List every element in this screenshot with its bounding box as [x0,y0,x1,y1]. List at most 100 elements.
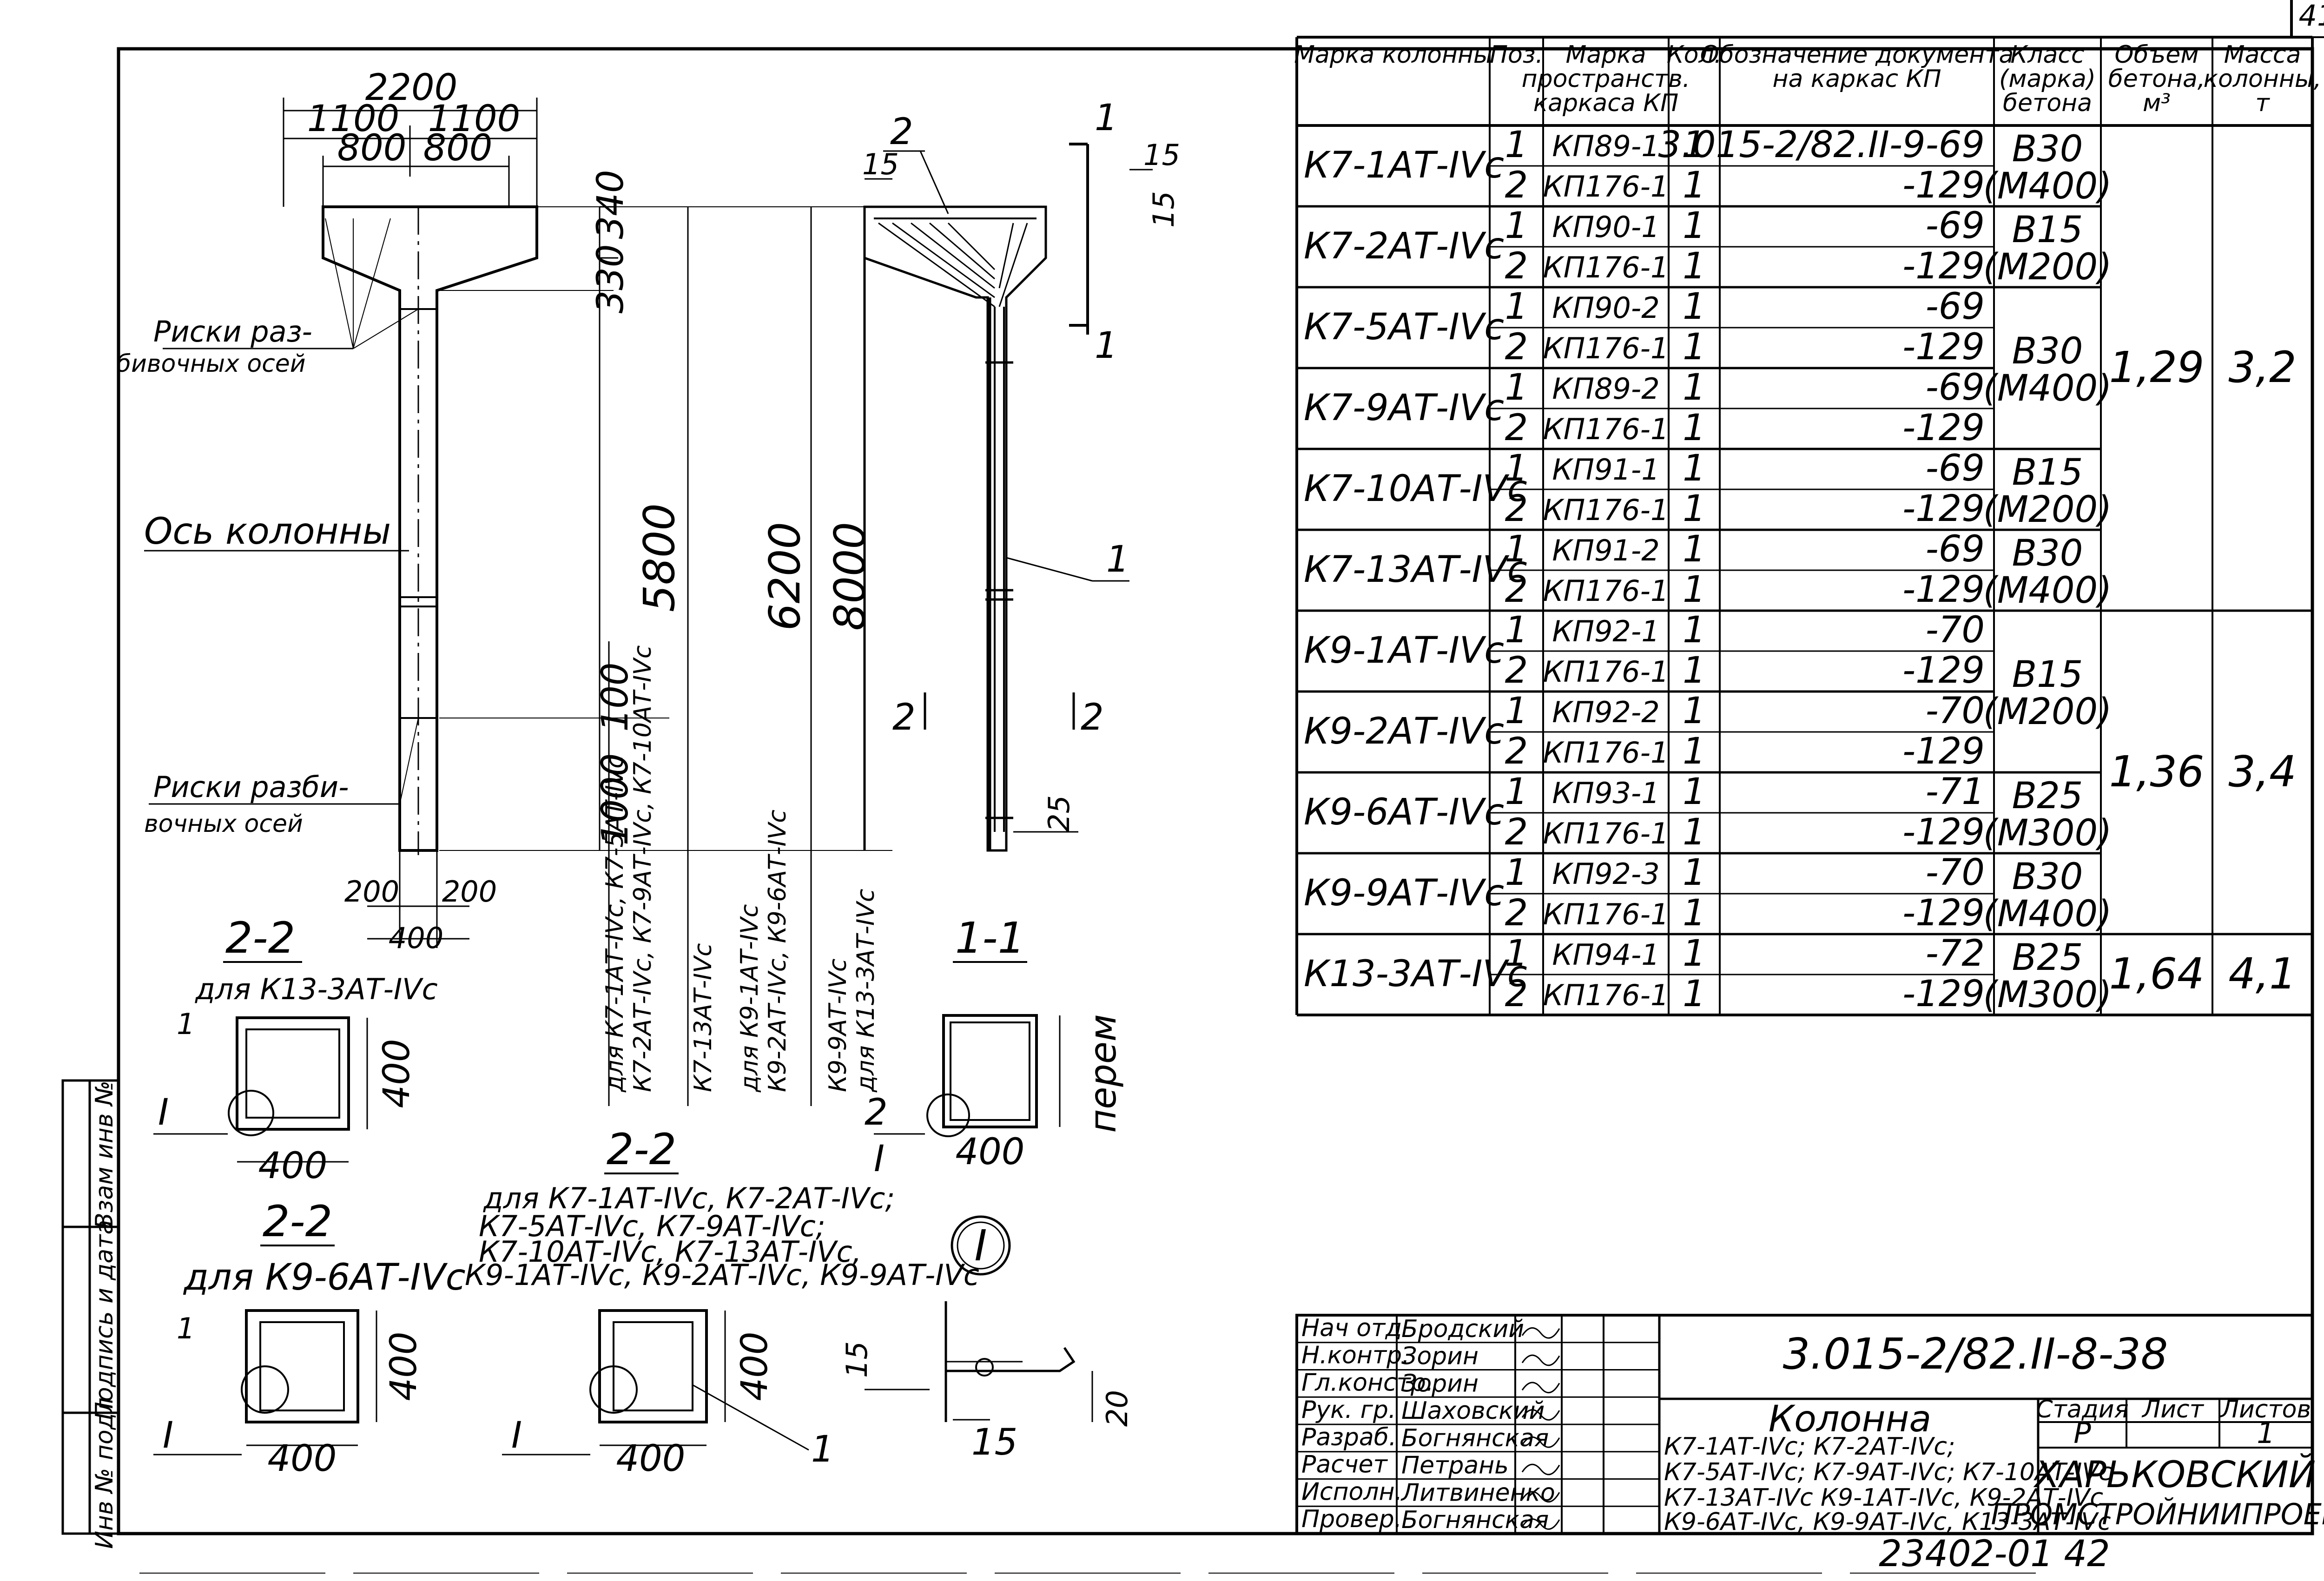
signature-scribble [1521,1436,1560,1448]
title-block-role: Разраб. [1301,1423,1396,1451]
cut-2-right: 2 [1081,697,1104,738]
table-cell-doc: -129 [1902,488,1985,530]
dim-width: 400 [616,1438,686,1480]
dim-width: 400 [268,1438,337,1480]
table-cell-qty: 1 [1683,245,1706,287]
title-block-name: Бродский [1401,1315,1524,1343]
section-subtitle-1: для К7-1АТ-IVс, К7-2АТ-IVс; [483,1181,895,1215]
section-2-2-k7: 2-2 для К7-1АТ-IVс, К7-2АТ-IVс; К7-5АТ-I… [465,1125,979,1480]
node-dim-20: 20 [1100,1390,1134,1427]
table-cell-doc: 3.015-2/82.II-9-69 [1658,124,1985,166]
node-dim-15-a: 15 [840,1341,874,1378]
table-header-cell: пространств. [1522,65,1690,93]
section-subtitle-2: К7-5АТ-IVс, К7-9АТ-IVс; [479,1209,825,1243]
table-cell-frame-mark: КП89-1 [1552,129,1659,163]
table-cell-doc: -129 [1902,245,1985,287]
table-cell-concrete-grade: (М400) [1983,165,2112,207]
table-cell-volume: 1,36 [2109,747,2205,797]
side-stamp: Взам инв № Подпись и дата Инв № подл [61,1079,120,1549]
table-cell-pos: 1 [1505,124,1528,166]
signature-scribble [1521,1518,1560,1530]
section-1-1: 1-1 I 2 400 перем [865,913,1124,1180]
table-cell-frame-mark: КП176-1 [1543,493,1669,527]
signature-scribble [1521,1327,1560,1339]
table-cell-concrete-class: В25 [2012,937,2083,979]
table-cell-frame-mark: КП176-1 [1543,655,1669,689]
table-cell-doc: -69 [1926,448,1985,489]
section-title: 2-2 [225,913,295,963]
node-title: I [974,1221,987,1271]
dim-8000: 8000 [825,522,875,631]
table-cell-pos: 1 [1505,205,1528,247]
table-cell-doc: -72 [1926,933,1985,975]
dim-800-right: 800 [423,127,493,169]
dim-15-b: 15 [1143,138,1180,172]
table-cell-qty: 1 [1683,609,1706,651]
table-cell-qty: 1 [1683,811,1706,853]
table-cell-concrete-grade: (М300) [1983,974,2112,1016]
node-ref: I [874,1138,885,1180]
table-cell-qty: 1 [1683,448,1706,489]
table-header-cell: т [2255,89,2270,117]
table-cell-concrete-class: В15 [2012,209,2083,251]
node-dim-15-b: 15 [971,1422,1017,1463]
column-note-1: для К7-1АТ-IVс, К7-5АТ-IVс [601,755,629,1093]
table-cell-qty: 1 [1683,690,1706,732]
table-cell-pos: 2 [1505,165,1528,206]
table-cell-concrete-class: В15 [2012,654,2083,696]
table-cell-frame-mark: КП176-1 [1543,736,1669,770]
drawing-subtitle-1: К7-1АТ-IVс; К7-2АТ-IVс; [1664,1433,1955,1461]
table-cell-qty: 1 [1683,973,1706,1015]
table-cell-concrete-grade: (М200) [1983,691,2112,733]
table-cell-pos: 1 [1505,933,1528,975]
stamp-original-inv: Инв № подл [91,1397,119,1549]
table-cell-frame-mark: КП176-1 [1543,331,1669,365]
dim-400: 400 [389,921,443,955]
table-header-cell: Масса [2224,41,2301,69]
doc-code: 3.015-2/82.II-8-38 [1783,1329,2168,1379]
dim-1100-right: 1100 [428,98,521,140]
table-header-cell: на каркас КП [1772,65,1941,93]
table-cell-pos: 2 [1505,569,1528,611]
table-cell-pos: 1 [1505,609,1528,651]
table-cell-pos: 1 [1505,771,1528,813]
table-header-cell: (марка) [1999,65,2096,93]
table-cell-column-mark: К7-1АТ-IVс [1304,145,1504,186]
table-cell-frame-mark: КП91-1 [1552,453,1659,487]
bottom-code: 23402-01 [1879,1533,2053,1575]
title-block-name: Богнянская [1401,1506,1549,1534]
table-cell-column-mark: К7-10АТ-IVс [1304,468,1527,510]
dim-height: 400 [376,1039,418,1108]
column-note-7: для К13-3АТ-IVс [852,889,880,1093]
bottom-code-page: 42 [2064,1533,2110,1575]
column-elevation: 2200 1100 1100 800 800 340 330 5800 6200… [116,67,953,1106]
table-cell-mass: 3,2 [2228,343,2296,392]
title-block-role: Н.контр. [1301,1342,1410,1370]
node-detail-I: I 15 15 20 [840,1215,1134,1463]
table-cell-doc: -71 [1926,771,1985,813]
table-header-cell: Марка колонны [1294,41,1492,69]
table-cell-doc: -129 [1902,811,1985,853]
table-cell-concrete-grade: (М200) [1983,246,2112,288]
title-block-role: Исполн. [1301,1478,1402,1506]
dim-1100-left: 1100 [307,98,400,140]
table-cell-qty: 1 [1683,367,1706,408]
table-cell-frame-mark: КП90-1 [1552,210,1659,244]
node-ref: I [511,1415,522,1456]
table-header-cell: Марка [1565,41,1646,69]
table-cell-column-mark: К7-13АТ-IVс [1304,549,1527,591]
section-title: 1-1 [955,913,1025,963]
pos-2-label: 2 [890,111,913,153]
signature-scribble [1521,1409,1560,1421]
table-cell-pos: 1 [1505,528,1528,570]
table-cell-qty: 1 [1683,892,1706,934]
title-block-name: Богнянская [1401,1424,1549,1452]
table-header-cell: м³ [2143,89,2171,117]
title-block: Нач отдБродскийН.контр.ЗоринГл.констр.Зо… [1295,1314,2324,1536]
table-cell-concrete-class: В30 [2012,128,2083,170]
table-cell-column-mark: К9-9АТ-IVс [1304,872,1504,914]
table-cell-qty: 1 [1683,407,1706,449]
table-cell-frame-mark: КП91-2 [1552,534,1659,567]
table-header-cell: бетона [2003,89,2092,117]
table-cell-pos: 1 [1505,448,1528,489]
